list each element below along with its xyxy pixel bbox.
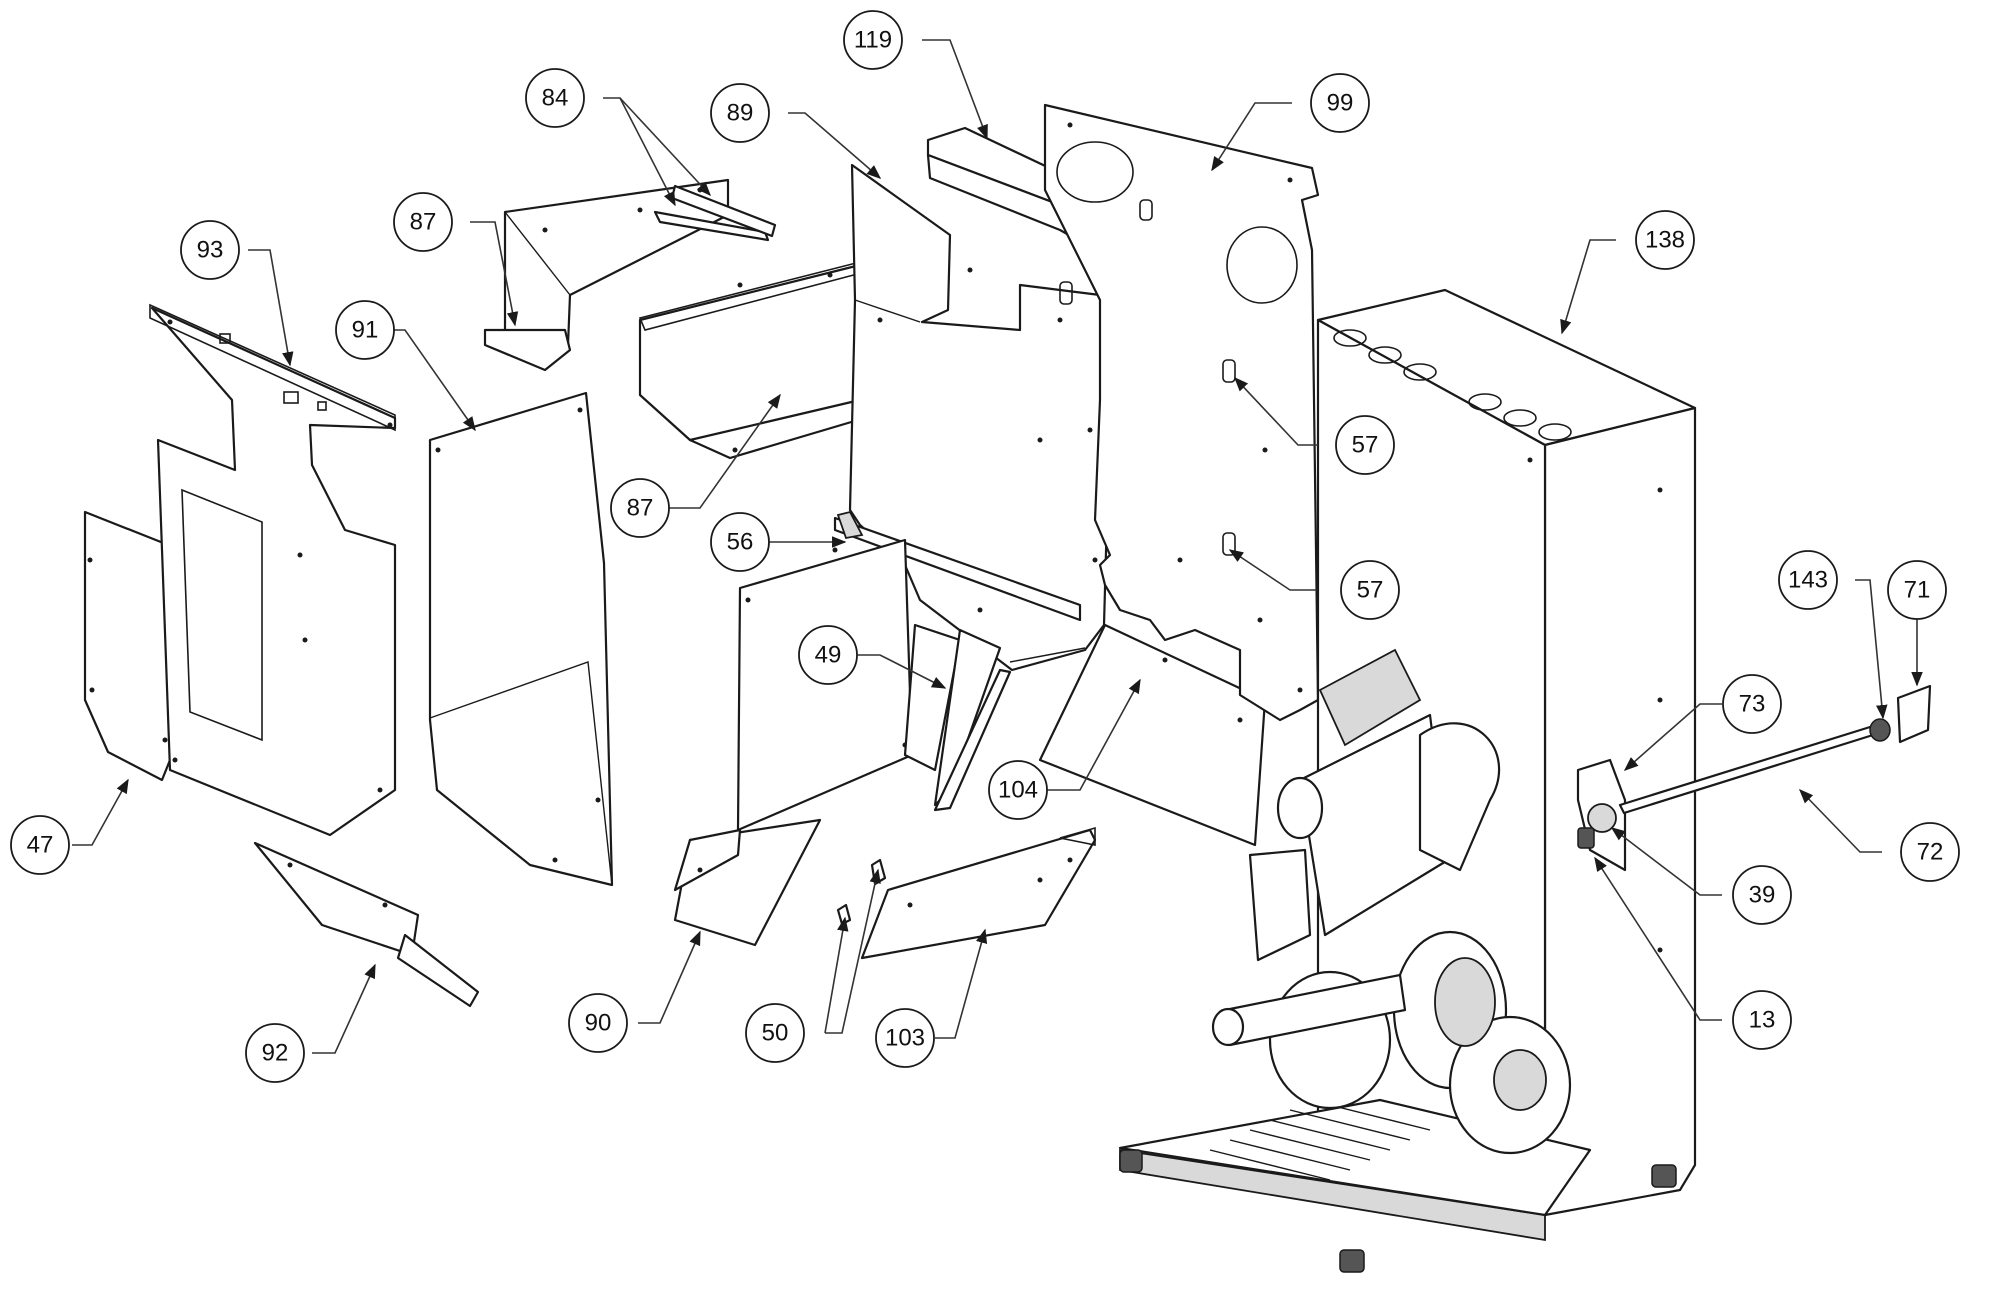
- part-91-side-panel: [428, 391, 614, 887]
- callout-label: 99: [1327, 90, 1354, 117]
- callout-89[interactable]: 89: [710, 83, 770, 143]
- part-143-grommet: [1869, 718, 1891, 742]
- callout-47[interactable]: 47: [10, 815, 70, 875]
- callout-label: 56: [727, 529, 754, 556]
- callout-57-lower[interactable]: 57: [1340, 560, 1400, 620]
- callout-87-top[interactable]: 87: [393, 192, 453, 252]
- part-84-brackets: [653, 184, 777, 242]
- part-13-switch: [1577, 827, 1595, 849]
- callout-label: 71: [1904, 577, 1931, 604]
- callout-13[interactable]: 13: [1732, 990, 1792, 1050]
- callout-label: 138: [1645, 227, 1685, 254]
- callout-label: 47: [27, 832, 54, 859]
- callout-label: 13: [1749, 1007, 1776, 1034]
- callout-92[interactable]: 92: [245, 1023, 305, 1083]
- part-71-cover: [1896, 684, 1932, 744]
- part-92-bottom-tray: [253, 841, 480, 1008]
- callout-103[interactable]: 103: [875, 1008, 935, 1068]
- callout-84[interactable]: 84: [525, 68, 585, 128]
- callout-label: 84: [542, 85, 569, 112]
- callout-57-upper[interactable]: 57: [1335, 415, 1395, 475]
- callout-label: 50: [762, 1020, 789, 1047]
- burner-fan-assembly: [1211, 648, 1572, 1155]
- part-99-back-panel: [1043, 103, 1320, 722]
- part-49-bracket: [903, 623, 1012, 812]
- callout-93[interactable]: 93: [180, 220, 240, 280]
- callout-39[interactable]: 39: [1732, 865, 1792, 925]
- callout-label: 73: [1739, 691, 1766, 718]
- part-39-sensor: [1587, 803, 1617, 833]
- callout-104[interactable]: 104: [988, 760, 1048, 820]
- callout-label: 57: [1357, 577, 1384, 604]
- callout-99[interactable]: 99: [1310, 73, 1370, 133]
- callout-label: 49: [815, 642, 842, 669]
- callouts: 119 99 84 89 87 93 91 138 57 87 56 57 14…: [10, 10, 1960, 1083]
- callout-label: 57: [1352, 432, 1379, 459]
- callout-49[interactable]: 49: [798, 625, 858, 685]
- callout-119[interactable]: 119: [843, 10, 903, 70]
- cabinet-top-ports: [1333, 329, 1572, 441]
- callout-56[interactable]: 56: [710, 512, 770, 572]
- leader-lines: [72, 39, 1923, 1054]
- part-103-plate: [860, 826, 1097, 960]
- callout-label: 143: [1788, 567, 1828, 594]
- part-87-mid-shelf: [638, 261, 887, 460]
- callout-72[interactable]: 72: [1900, 822, 1960, 882]
- callout-label: 90: [585, 1010, 612, 1037]
- callout-label: 119: [854, 27, 892, 54]
- callout-label: 39: [1749, 882, 1776, 909]
- callout-50[interactable]: 50: [745, 1003, 805, 1063]
- part-93-front-panel: [149, 303, 397, 837]
- part-90-panel: [673, 538, 914, 947]
- callout-87-mid[interactable]: 87: [610, 478, 670, 538]
- callout-label: 87: [410, 209, 437, 236]
- callout-label: 103: [885, 1025, 925, 1052]
- callout-label: 104: [998, 777, 1038, 804]
- callout-label: 87: [627, 495, 654, 522]
- callout-91[interactable]: 91: [335, 300, 395, 360]
- callout-label: 91: [352, 317, 379, 344]
- callout-73[interactable]: 73: [1722, 674, 1782, 734]
- callout-label: 89: [727, 100, 754, 127]
- callout-label: 93: [197, 237, 224, 264]
- callout-71[interactable]: 71: [1887, 560, 1947, 620]
- callout-143[interactable]: 143: [1778, 550, 1838, 610]
- callout-138[interactable]: 138: [1635, 210, 1695, 270]
- callout-label: 92: [262, 1040, 289, 1067]
- callout-label: 72: [1917, 839, 1944, 866]
- callout-90[interactable]: 90: [568, 993, 628, 1053]
- part-104-plate: [1038, 623, 1267, 847]
